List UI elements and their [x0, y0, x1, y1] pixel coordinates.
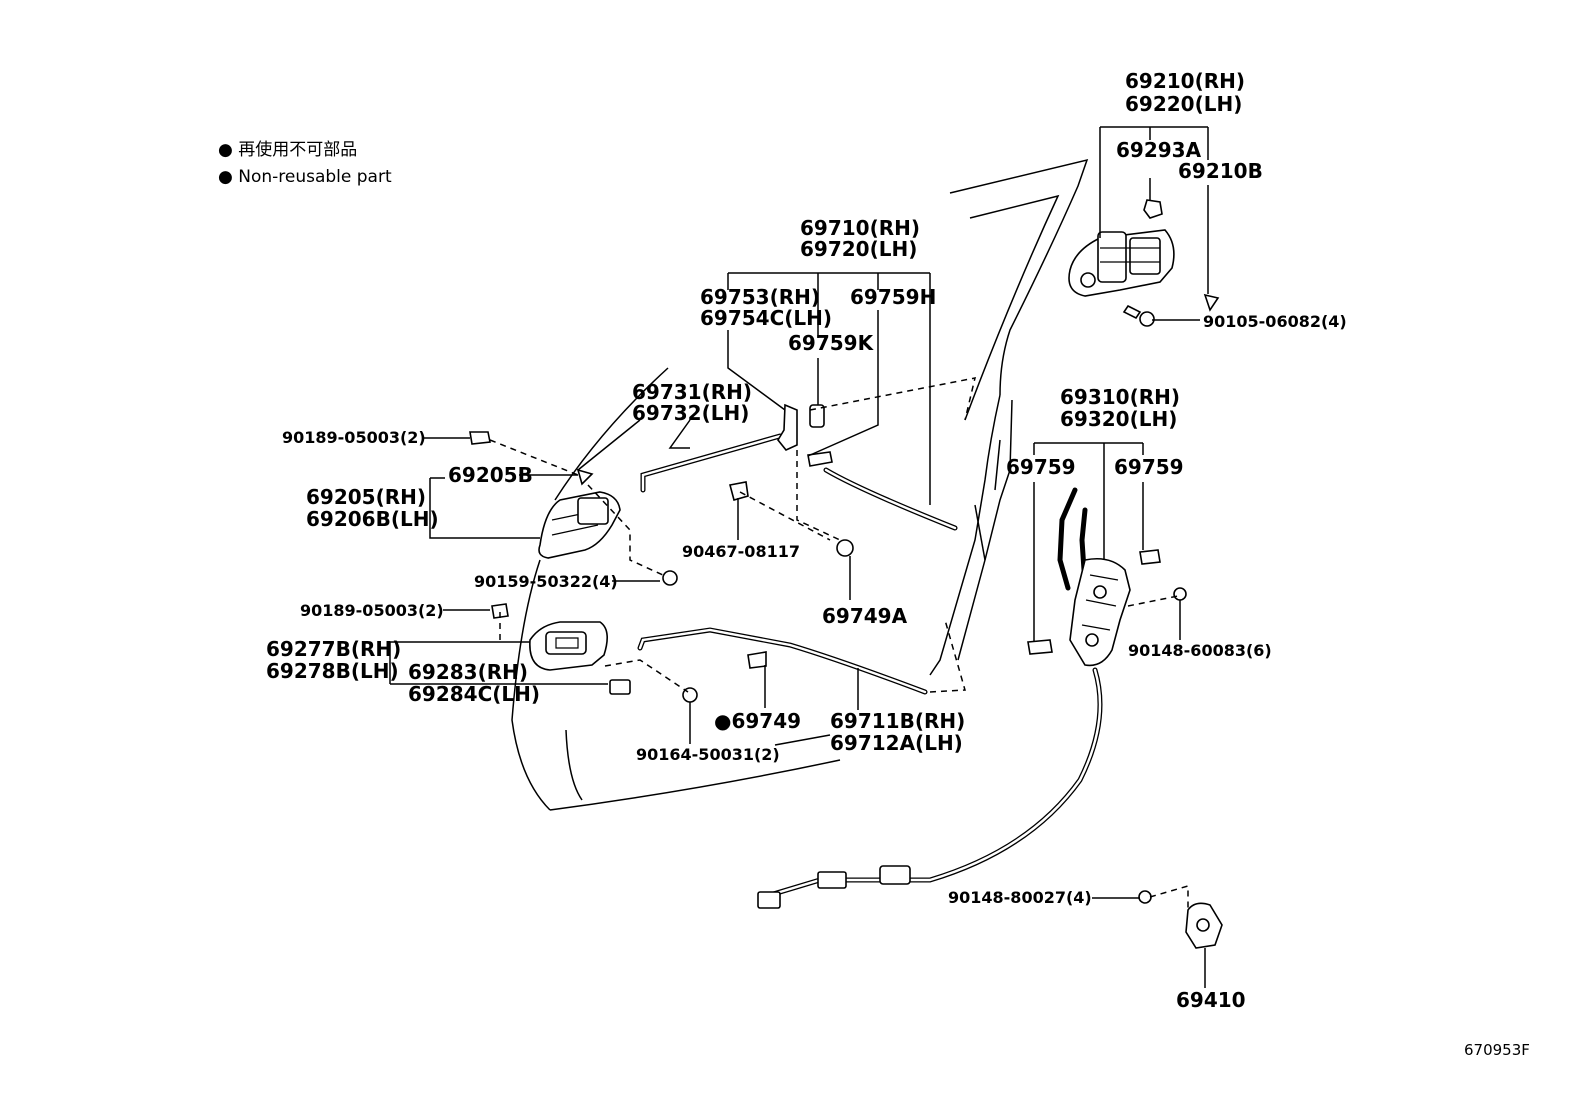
label-69753-rh: 69753(RH): [700, 285, 820, 309]
part-labels: 69210(RH) 69220(LH) 69293A 69210B 90105-…: [266, 69, 1347, 1012]
label-90148-60083: 90148-60083(6): [1128, 641, 1272, 660]
inside-handle-bezel: [529, 621, 631, 695]
label-69759h: 69759H: [850, 285, 936, 309]
inside-handle: [538, 468, 621, 559]
clips-and-fasteners: [469, 403, 1187, 904]
leader-lines: [389, 126, 1209, 988]
legend-line-en: ● Non-reusable part: [218, 167, 392, 187]
label-69210b: 69210B: [1178, 159, 1263, 183]
label-90148-80027: 90148-80027(4): [948, 888, 1092, 907]
label-69749a: 69749A: [822, 604, 908, 628]
label-69206b-lh: 69206B(LH): [306, 507, 439, 531]
label-69731-rh: 69731(RH): [632, 380, 752, 404]
door-outline: [511, 158, 1089, 811]
label-69210-rh: 69210(RH): [1125, 69, 1245, 93]
label-69759-left: 69759: [1006, 455, 1076, 479]
label-69710-rh: 69710(RH): [800, 216, 920, 240]
label-69277b-rh: 69277B(RH): [266, 637, 401, 661]
door-striker: [1185, 902, 1223, 949]
label-90467-08117: 90467-08117: [682, 542, 800, 561]
dashed-relation-lines: [489, 377, 1189, 912]
label-90189-05003-a: 90189-05003(2): [282, 428, 426, 447]
label-90159-50322: 90159-50322(4): [474, 572, 618, 591]
label-90105-06082: 90105-06082(4): [1203, 312, 1347, 331]
label-69283-rh: 69283(RH): [408, 660, 528, 684]
label-69749: ●69749: [714, 709, 801, 733]
label-69712a-lh: 69712A(LH): [830, 731, 963, 755]
label-69732-lh: 69732(LH): [632, 401, 749, 425]
label-69284c-lh: 69284C(LH): [408, 682, 540, 706]
label-69293a: 69293A: [1116, 138, 1202, 162]
label-69278b-lh: 69278B(LH): [266, 659, 399, 683]
label-69759k: 69759K: [788, 331, 875, 355]
label-69720-lh: 69720(LH): [800, 237, 917, 261]
label-69310-rh: 69310(RH): [1060, 385, 1180, 409]
figure-code: 670953F: [1464, 1041, 1530, 1059]
label-69754c-lh: 69754C(LH): [700, 306, 832, 330]
label-69711b-rh: 69711B(RH): [830, 709, 965, 733]
label-69759-right: 69759: [1114, 455, 1184, 479]
label-69410: 69410: [1176, 988, 1246, 1012]
door-lock-assembly: [1069, 557, 1131, 667]
legend-line-jp: ● 再使用不可部品: [218, 139, 357, 160]
label-69320-lh: 69320(LH): [1060, 407, 1177, 431]
label-69205-rh: 69205(RH): [306, 485, 426, 509]
label-69205b: 69205B: [448, 463, 533, 487]
label-90164-50031: 90164-50031(2): [636, 745, 780, 764]
label-90189-05003-b: 90189-05003(2): [300, 601, 444, 620]
rods-and-cables: [637, 433, 1103, 909]
outside-handle-assembly: [1068, 199, 1220, 327]
label-69220-lh: 69220(LH): [1125, 92, 1242, 116]
legend: ● 再使用不可部品 ● Non-reusable part: [218, 139, 392, 187]
